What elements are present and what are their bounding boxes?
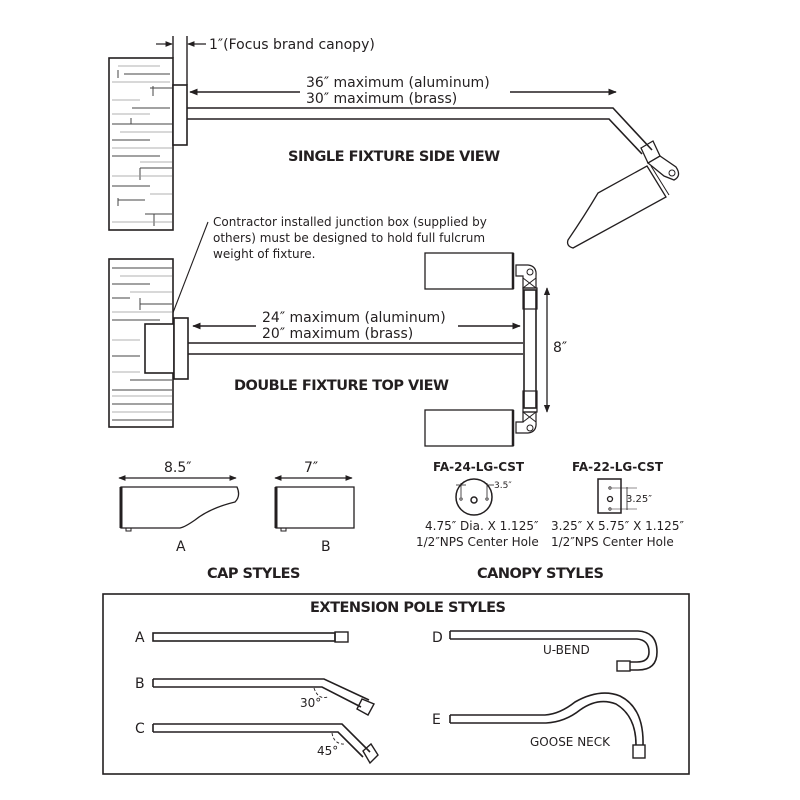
- junction-box-note: Contractor installed junction box (suppl…: [163, 215, 487, 337]
- rectangular-canopy: [597, 478, 622, 514]
- junction-box: [144, 323, 175, 374]
- fixture-head-top: [424, 252, 514, 290]
- pole-b-angle: 30°: [300, 696, 321, 710]
- canopy-dimension-label: 1″(Focus brand canopy): [209, 37, 375, 53]
- extension-pole-panel: [102, 593, 690, 775]
- pole-b: [152, 678, 370, 708]
- double-fixture-title: DOUBLE FIXTURE TOP VIEW: [234, 378, 449, 394]
- single-extension-pole: [187, 107, 653, 155]
- cap-a-label: A: [176, 539, 186, 555]
- double-max-aluminum: 24″ maximum (aluminum): [262, 310, 446, 326]
- canopy-1-hole: 1/2″NPS Center Hole: [416, 535, 539, 549]
- wall-section-top: [108, 57, 174, 231]
- single-max-brass: 30″ maximum (brass): [306, 91, 457, 107]
- cap-a-shape: [120, 486, 240, 529]
- single-max-aluminum: 36″ maximum (aluminum): [306, 75, 490, 91]
- pole-c: [152, 723, 371, 758]
- junction-note-line-2: others) must be designed to hold full fu…: [213, 231, 485, 245]
- canopy-2-hole-spacing: 3.25″: [626, 494, 652, 505]
- canopy-2-size: 3.25″ X 5.75″ X 1.125″: [551, 519, 684, 533]
- extension-pole-title: EXTENSION POLE STYLES: [310, 600, 505, 616]
- pole-d-name: U-BEND: [543, 643, 590, 657]
- fixture-spacing-label: 8″: [553, 340, 567, 356]
- pole-a-label: A: [135, 630, 145, 646]
- pole-d-label: D: [432, 630, 443, 646]
- junction-note-line-1: Contractor installed junction box (suppl…: [213, 215, 487, 229]
- fixture-head-bottom: [424, 409, 514, 447]
- pole-d-u-bend: [449, 630, 658, 671]
- cap-b-shape: [275, 486, 355, 529]
- cap-b-label: B: [321, 539, 331, 555]
- cap-b-dimension: 7″: [304, 460, 318, 476]
- double-max-brass: 20″ maximum (brass): [262, 326, 413, 342]
- pole-e-label: E: [432, 712, 441, 728]
- canopy-1-model: FA-24-LG-CST: [433, 460, 525, 474]
- canopy-1-hole-spacing: 3.5″: [494, 481, 512, 491]
- pole-e-goose-neck: [449, 692, 644, 746]
- extension-pole-styles: EXTENSION POLE STYLES A B 30° C 45° D U-…: [102, 593, 690, 775]
- canopy-2-hole: 1/2″NPS Center Hole: [551, 535, 674, 549]
- single-fixture-head: [566, 165, 667, 249]
- single-fixture-side-view: 1″(Focus brand canopy) 36″ maximum (alum…: [108, 36, 680, 249]
- round-canopy: [455, 478, 493, 516]
- double-canopy-plate: [173, 317, 189, 380]
- cap-a-dimension: 8.5″: [164, 460, 192, 476]
- canopy-plate: [172, 84, 188, 146]
- junction-note-line-3: weight of fixture.: [213, 247, 316, 261]
- crossbar: [523, 289, 537, 409]
- canopy-styles-title: CANOPY STYLES: [477, 566, 603, 582]
- canopy-2-model: FA-22-LG-CST: [572, 460, 664, 474]
- cap-styles-title: CAP STYLES: [207, 566, 300, 582]
- single-fixture-title: SINGLE FIXTURE SIDE VIEW: [288, 149, 500, 165]
- pole-e-name: GOOSE NECK: [530, 735, 611, 749]
- pole-c-angle: 45°: [317, 744, 338, 758]
- pole-b-label: B: [135, 676, 145, 692]
- canopy-1-size: 4.75″ Dia. X 1.125″: [425, 519, 539, 533]
- pole-c-label: C: [135, 721, 145, 737]
- cap-styles: 8.5″ A 7″ B CAP STYLES: [118, 460, 355, 582]
- pole-a: [152, 632, 336, 642]
- double-fixture-top-view: 24″ maximum (aluminum) 20″ maximum (bras…: [108, 252, 567, 447]
- canopy-styles: FA-24-LG-CST 3.5″ 4.75″ Dia. X 1.125″ 1/…: [416, 460, 684, 582]
